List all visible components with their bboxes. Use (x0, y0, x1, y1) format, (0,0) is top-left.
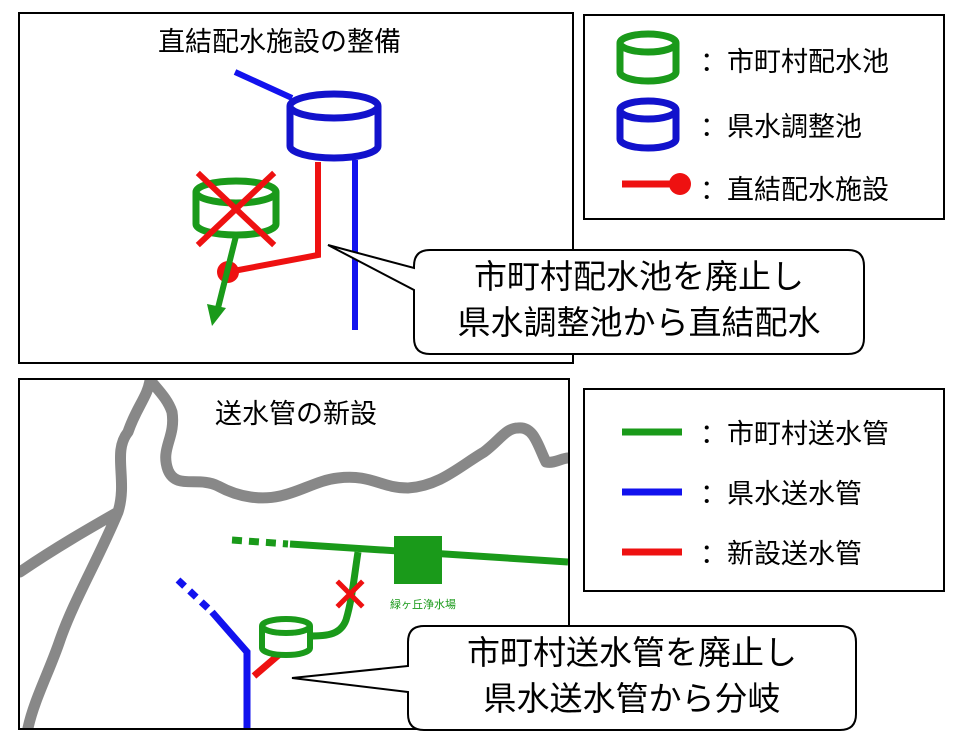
legend-municipal-reservoir-label: ：市町村配水池 (700, 47, 889, 78)
legend-municipal-main-label: ：市町村送水管 (700, 419, 889, 450)
bottom-panel-title: 送水管の新設 (215, 399, 377, 430)
bottom-callout-bubble (291, 625, 857, 731)
municipal-main-dashed (231, 536, 289, 548)
abolished-x-mark-icon (195, 170, 277, 248)
top-diagram (192, 69, 865, 355)
bottom-callout-line1: 市町村送水管を廃止し (467, 633, 797, 672)
legend-blue-tank-icon (616, 97, 680, 152)
top-panel-title: 直結配水施設の整備 (158, 27, 401, 58)
municipal-branch-pipe (303, 551, 362, 640)
legend-prefectural-main-label: ：県水送水管 (700, 479, 862, 510)
top-callout-bubble (327, 244, 865, 355)
top-callout-text: 市町村配水池を廃止し 県水調整池から直結配水 (418, 254, 860, 346)
bottom-callout-line2: 県水送水管から分岐 (483, 679, 781, 718)
direct-distribution-pipe (227, 162, 321, 275)
municipal-reservoir-small-icon (259, 616, 313, 658)
legend-new-main-label: ：新設送水管 (700, 539, 862, 570)
green-distribution-pipe (215, 235, 239, 309)
legend-red-pipe-dot-icon (622, 173, 691, 195)
boundary-line (20, 380, 568, 728)
prefectural-main-dashed (175, 577, 215, 615)
top-callout-line1: 市町村配水池を廃止し (474, 257, 804, 296)
purification-plant-label: 緑ヶ丘浄水場 (390, 598, 456, 611)
top-callout-line2: 県水調整池から直結配水 (457, 303, 821, 342)
bottom-callout-text: 市町村送水管を廃止し 県水送水管から分岐 (412, 630, 852, 722)
flow-arrow-icon (207, 304, 226, 326)
abolished-x-mark-small-icon (335, 579, 365, 609)
legend-prefectural-reservoir-label: ：県水調整池 (700, 112, 862, 143)
legend-green-tank-icon (616, 30, 680, 85)
blue-inlet-pipe (233, 69, 294, 101)
prefectural-main-pipe (209, 609, 251, 728)
legend-direct-distribution-label: ：直結配水施設 (700, 175, 889, 206)
prefectural-regulating-reservoir-icon (286, 90, 382, 162)
purification-plant-icon (394, 536, 442, 584)
bottom-diagram (20, 380, 568, 728)
